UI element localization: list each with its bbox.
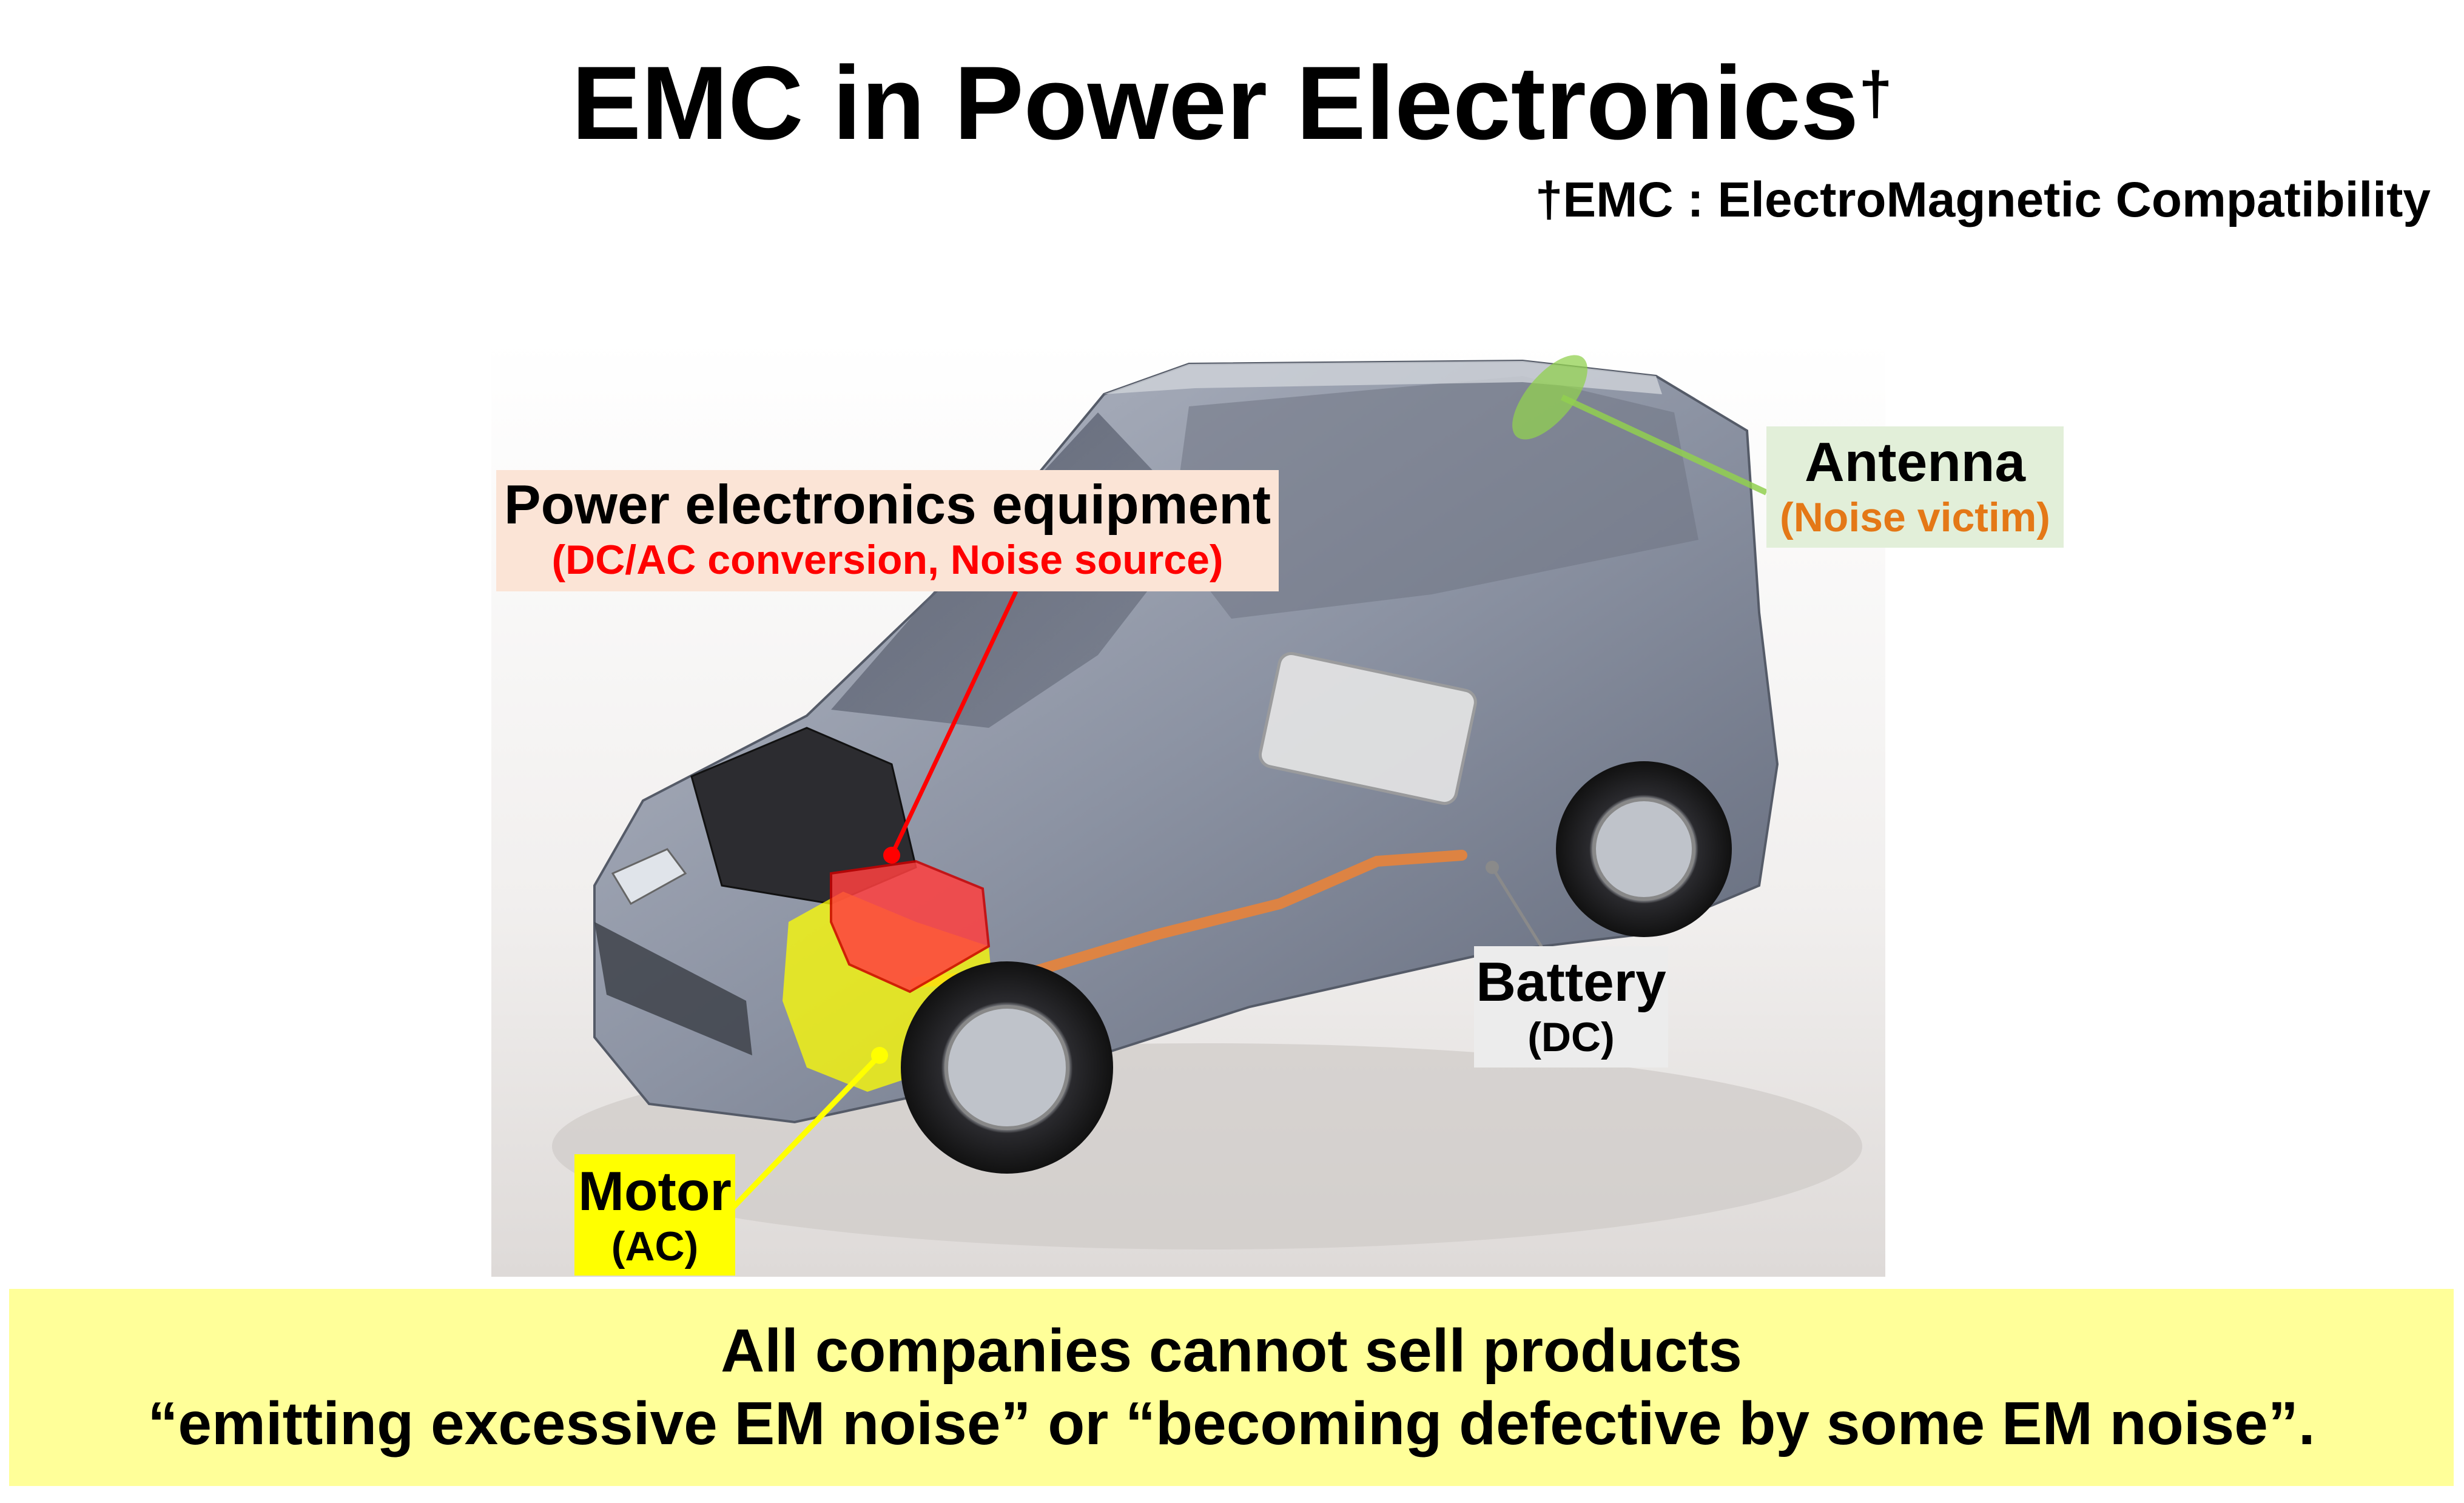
antenna-name: Antenna — [1805, 432, 2025, 493]
front-hub — [944, 1005, 1069, 1130]
power-electronics-label: Power electronics equipment (DC/AC conve… — [496, 470, 1279, 591]
power-electronics-highlight — [830, 859, 991, 994]
motor-pointer — [719, 1053, 882, 1222]
power-electronics-name: Power electronics equipment — [503, 474, 1271, 536]
title-dagger: † — [1859, 59, 1893, 127]
antenna-pointer — [1560, 394, 1768, 496]
motor-name: Motor — [578, 1161, 732, 1222]
power-electronics-pointer — [889, 590, 1018, 856]
front-grille — [594, 922, 752, 1055]
power-electronics-pointer-dot — [883, 847, 900, 864]
banner-line-2: “emitting excessive EM noise” or “becomi… — [147, 1390, 2315, 1458]
roof-rails — [1104, 361, 1662, 394]
motor-detail: (AC) — [611, 1223, 699, 1269]
banner-line-1: All companies cannot sell products — [721, 1317, 1742, 1385]
battery-pointer-dot — [1486, 861, 1499, 874]
rear-hub — [1592, 798, 1695, 901]
antenna-label: Antenna (Noise victim) — [1766, 426, 2064, 548]
battery-detail: (DC) — [1527, 1014, 1615, 1060]
power-electronics-detail: (DC/AC conversion, Noise source) — [551, 537, 1224, 583]
side-windows — [1171, 376, 1698, 619]
footnote: †EMC : ElectroMagnetic Compatibility — [1535, 172, 2431, 227]
battery-pointer — [1490, 866, 1549, 957]
antenna-detail: (Noise victim) — [1780, 494, 2050, 540]
motor-label: Motor (AC) — [574, 1154, 735, 1276]
battery-pack — [1258, 652, 1477, 805]
motor-pointer-dot — [871, 1047, 888, 1064]
headlight — [611, 848, 687, 906]
antenna-highlight — [1512, 355, 1587, 440]
battery-label: Battery (DC) — [1474, 946, 1668, 1068]
conclusion-banner: All companies cannot sell products “emit… — [9, 1289, 2454, 1486]
page-title: EMC in Power Electronics† — [0, 42, 2464, 164]
title-text: EMC in Power Electronics — [571, 45, 1859, 161]
battery-name: Battery — [1476, 952, 1666, 1013]
